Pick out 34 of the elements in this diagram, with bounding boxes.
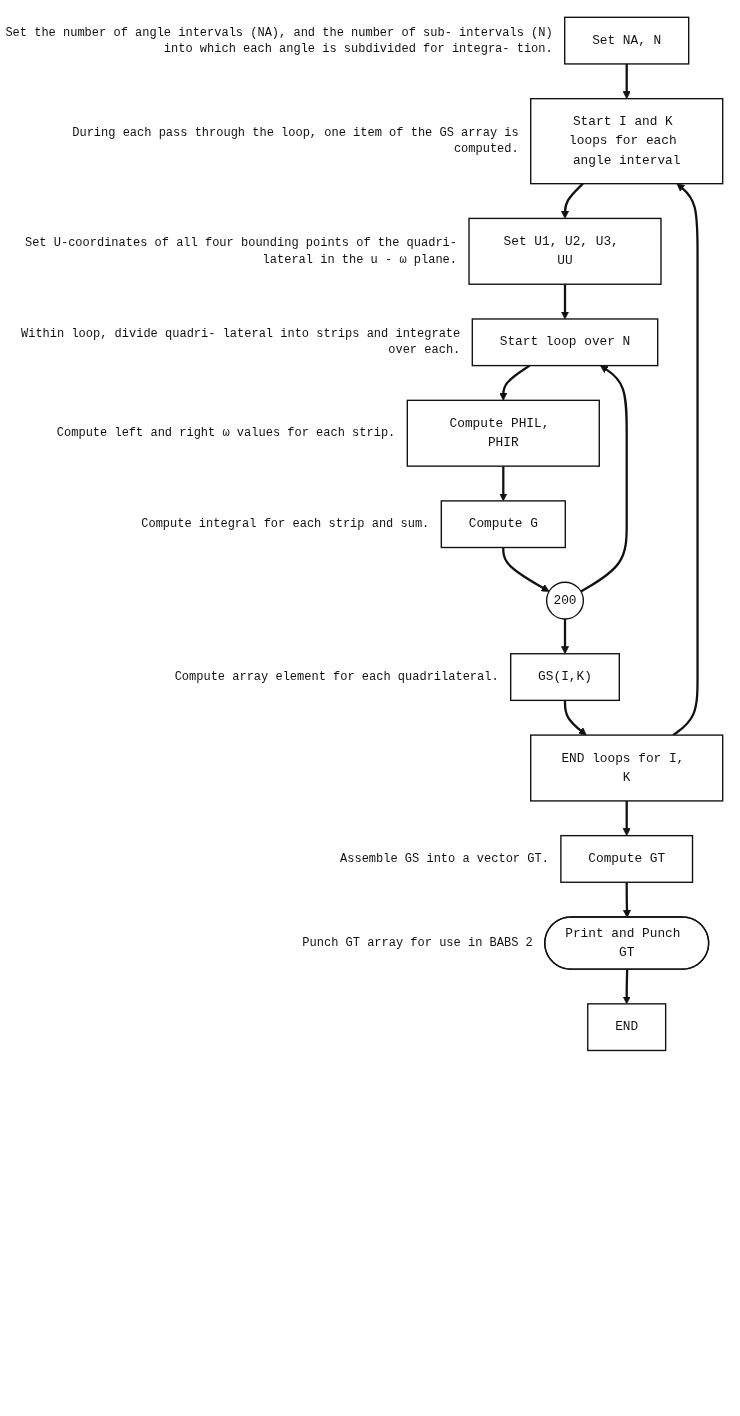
description-text: During each pass through the loop, one item of the GS array is computed. bbox=[71, 125, 519, 158]
arrow bbox=[622, 969, 631, 1005]
arrow bbox=[672, 183, 699, 737]
arrow bbox=[622, 882, 631, 918]
description-text: Punch GT array for use in BABS 2 bbox=[301, 935, 533, 952]
process-box: Compute GT bbox=[560, 834, 694, 883]
arrow bbox=[499, 466, 508, 502]
process-box: Start loop over N bbox=[471, 318, 659, 367]
connector-circle: 200 bbox=[545, 581, 585, 620]
process-box: Set U1, U2, U3, UU bbox=[468, 217, 662, 285]
description-text: Compute array element for each quadrilateral. bbox=[173, 669, 499, 686]
description-text: Within loop, divide quadri- lateral into strips and integrate over each. bbox=[20, 326, 461, 359]
terminal-box: Print and Punch GT bbox=[544, 916, 710, 970]
process-box: GS(I,K) bbox=[510, 653, 620, 702]
description-text: Set the number of angle intervals (NA), and the number of sub- intervals (N) into which each angle is subdivided for integra- tion. bbox=[5, 24, 553, 57]
process-box: END bbox=[587, 1003, 667, 1052]
arrow bbox=[563, 700, 587, 736]
process-box: Compute G bbox=[440, 500, 566, 549]
arrow bbox=[622, 800, 631, 836]
process-box: Set NA, N bbox=[564, 16, 690, 65]
process-box: Compute PHIL, PHIR bbox=[406, 399, 600, 467]
arrow bbox=[580, 365, 628, 593]
description-text: Compute integral for each strip and sum. bbox=[140, 516, 430, 533]
arrow bbox=[499, 364, 531, 401]
arrow bbox=[561, 284, 569, 320]
arrow bbox=[561, 619, 569, 655]
arrow bbox=[561, 182, 584, 219]
arrow bbox=[622, 63, 631, 100]
arrow bbox=[502, 547, 550, 592]
description-text: Set U-coordinates of all four bounding points of the quadri- lateral in the u - ω plane. bbox=[23, 235, 457, 268]
description-text: Compute left and right ω values for each strip. bbox=[55, 425, 396, 442]
description-text: Assemble GS into a vector GT. bbox=[339, 850, 549, 868]
process-box: END loops for I, K bbox=[530, 734, 724, 802]
process-box: Start I and K loops for each angle interval bbox=[530, 98, 724, 185]
